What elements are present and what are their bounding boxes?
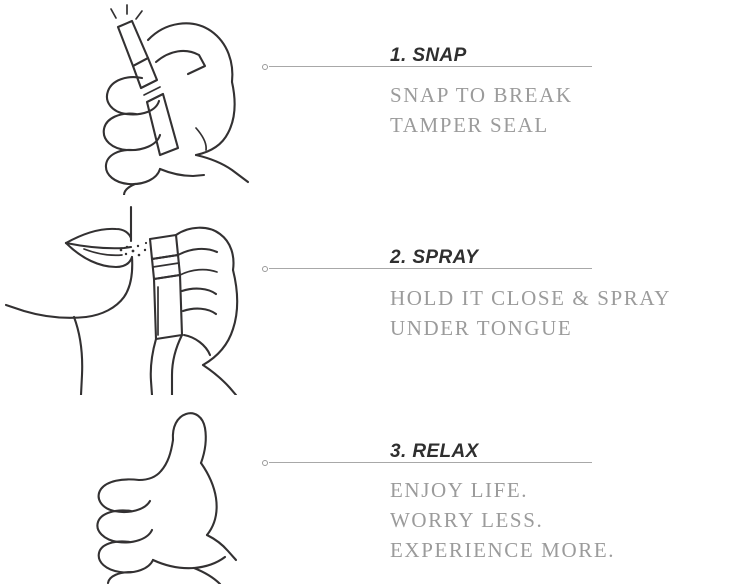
step-body-line: UNDER TONGUE [390,316,573,340]
connector-rule [262,459,592,468]
step-heading: 2. SPRAY [390,247,479,268]
step-relax: 3. RELAX ENJOY LIFE. WORRY LESS. EXPERIE… [0,395,730,584]
connector-rule [262,63,592,72]
step-body-line: SNAP TO BREAK [390,83,573,107]
step-relax-text: 3. RELAX ENJOY LIFE. WORRY LESS. EXPERIE… [262,395,730,584]
step-snap: 1. SNAP SNAP TO BREAK TAMPER SEAL [0,0,730,195]
step-snap-text: 1. SNAP SNAP TO BREAK TAMPER SEAL [262,0,730,195]
step-body: SNAP TO BREAK TAMPER SEAL [390,80,573,140]
step-heading: 3. RELAX [390,441,479,462]
step-body-line: EXPERIENCE MORE. [390,538,616,562]
step-body-line: TAMPER SEAL [390,113,549,137]
connector-line [269,66,592,67]
step-heading: 1. SNAP [390,45,467,66]
step-spray: 2. SPRAY HOLD IT CLOSE & SPRAY UNDER TON… [0,195,730,395]
step-body-line: WORRY LESS. [390,508,544,532]
connector-line [269,462,592,463]
spray-droplets [119,241,148,257]
illustration-hand-snapping-bottle-cap [0,0,262,195]
connector-dot-icon [262,64,268,70]
connector-dot-icon [262,266,268,272]
step-body: HOLD IT CLOSE & SPRAY UNDER TONGUE [390,283,671,343]
step-body: ENJOY LIFE. WORRY LESS. EXPERIENCE MORE. [390,475,615,565]
illustration-hand-spraying-under-tongue [0,195,262,395]
step-spray-text: 2. SPRAY HOLD IT CLOSE & SPRAY UNDER TON… [262,195,730,395]
connector-rule [262,265,592,274]
step-body-line: ENJOY LIFE. [390,478,529,502]
connector-line [269,268,592,269]
step-body-line: HOLD IT CLOSE & SPRAY [390,286,671,310]
connector-dot-icon [262,460,268,466]
illustration-thumbs-up-hand [0,395,262,584]
